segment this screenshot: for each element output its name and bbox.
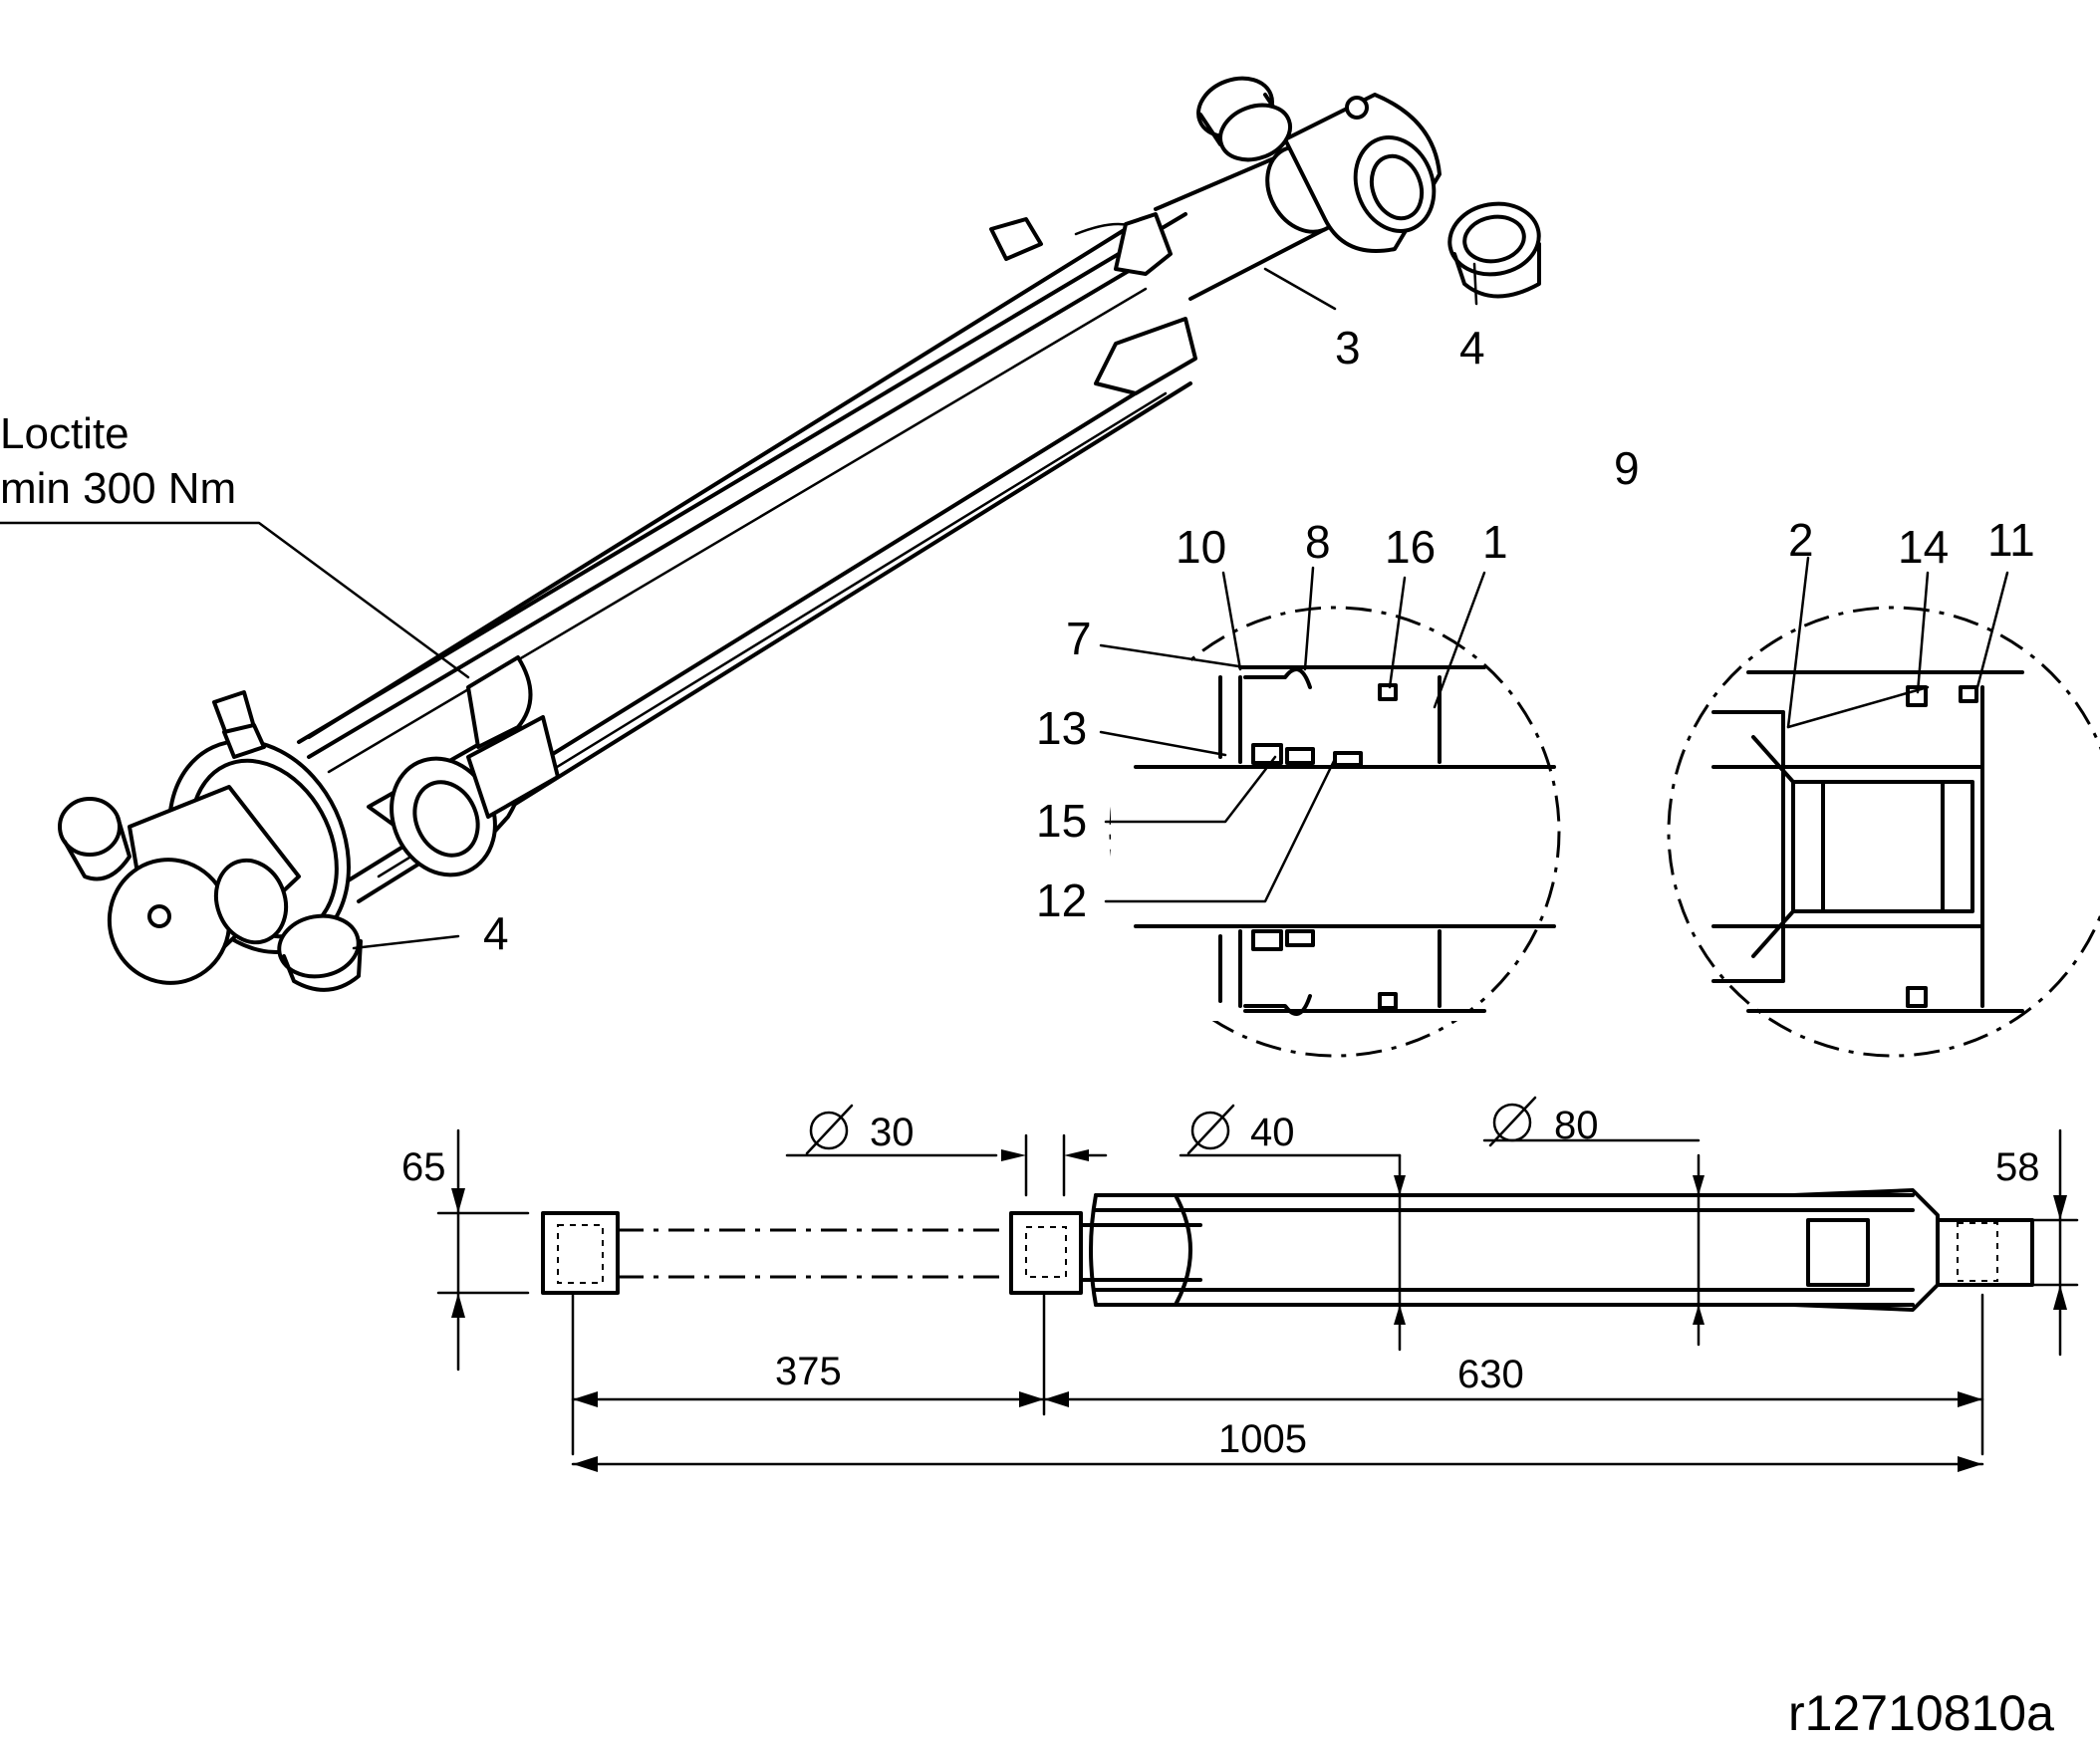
callout-14: 14 xyxy=(1898,521,1949,573)
port-fitting-top xyxy=(989,217,1043,261)
dim-height-65: 65 xyxy=(401,1145,446,1189)
callout-3: 3 xyxy=(1335,322,1361,374)
callout-8: 8 xyxy=(1305,516,1331,568)
detail-piston xyxy=(1667,556,2100,1058)
loctite-note-line1: Loctite xyxy=(0,409,130,458)
callout-2: 2 xyxy=(1788,514,1814,566)
callout-12: 12 xyxy=(1036,874,1087,926)
bushing-4-bottom xyxy=(277,913,363,992)
diameter-symbol-80 xyxy=(1488,1096,1537,1147)
cylinder-base xyxy=(58,690,351,985)
callout-13: 13 xyxy=(1036,702,1087,754)
callout-7: 7 xyxy=(1066,613,1092,664)
diameter-symbol-40 xyxy=(1186,1104,1235,1155)
dim-diameter-40: 40 xyxy=(1250,1111,1295,1154)
callout-15: 15 xyxy=(1036,795,1087,847)
dim-diameter-30: 30 xyxy=(870,1111,915,1154)
callout-11: 11 xyxy=(1987,514,2035,566)
dim-length-630: 630 xyxy=(1457,1353,1524,1396)
callout-10: 10 xyxy=(1176,521,1226,573)
dim-length-1005: 1005 xyxy=(1218,1417,1307,1461)
callout-9: 9 xyxy=(1614,442,1640,494)
piston-rod-bottom xyxy=(1188,222,1337,301)
detail-gland xyxy=(1099,566,1561,1058)
barrel-outline-top xyxy=(297,212,1187,744)
callout-4-bottom: 4 xyxy=(483,907,509,959)
dim-height-58: 58 xyxy=(1995,1145,2040,1189)
diameter-symbol-30 xyxy=(805,1104,854,1155)
isometric-cylinder xyxy=(0,76,1541,992)
dim-diameter-80: 80 xyxy=(1554,1104,1599,1147)
callout-1: 1 xyxy=(1482,516,1508,568)
hose-upper xyxy=(307,227,1128,739)
bushing-4-top xyxy=(1447,201,1541,299)
callout-16: 16 xyxy=(1385,521,1436,573)
callout-4-top: 4 xyxy=(1459,322,1485,374)
rod-eye xyxy=(1196,76,1442,253)
loctite-note-line2: min 300 Nm xyxy=(0,464,236,513)
barrel-outline-upper xyxy=(307,247,1168,759)
drawing-reference: r12710810a xyxy=(1788,1685,2054,1741)
dimension-drawing xyxy=(436,1096,2079,1472)
dim-length-375: 375 xyxy=(775,1350,842,1393)
